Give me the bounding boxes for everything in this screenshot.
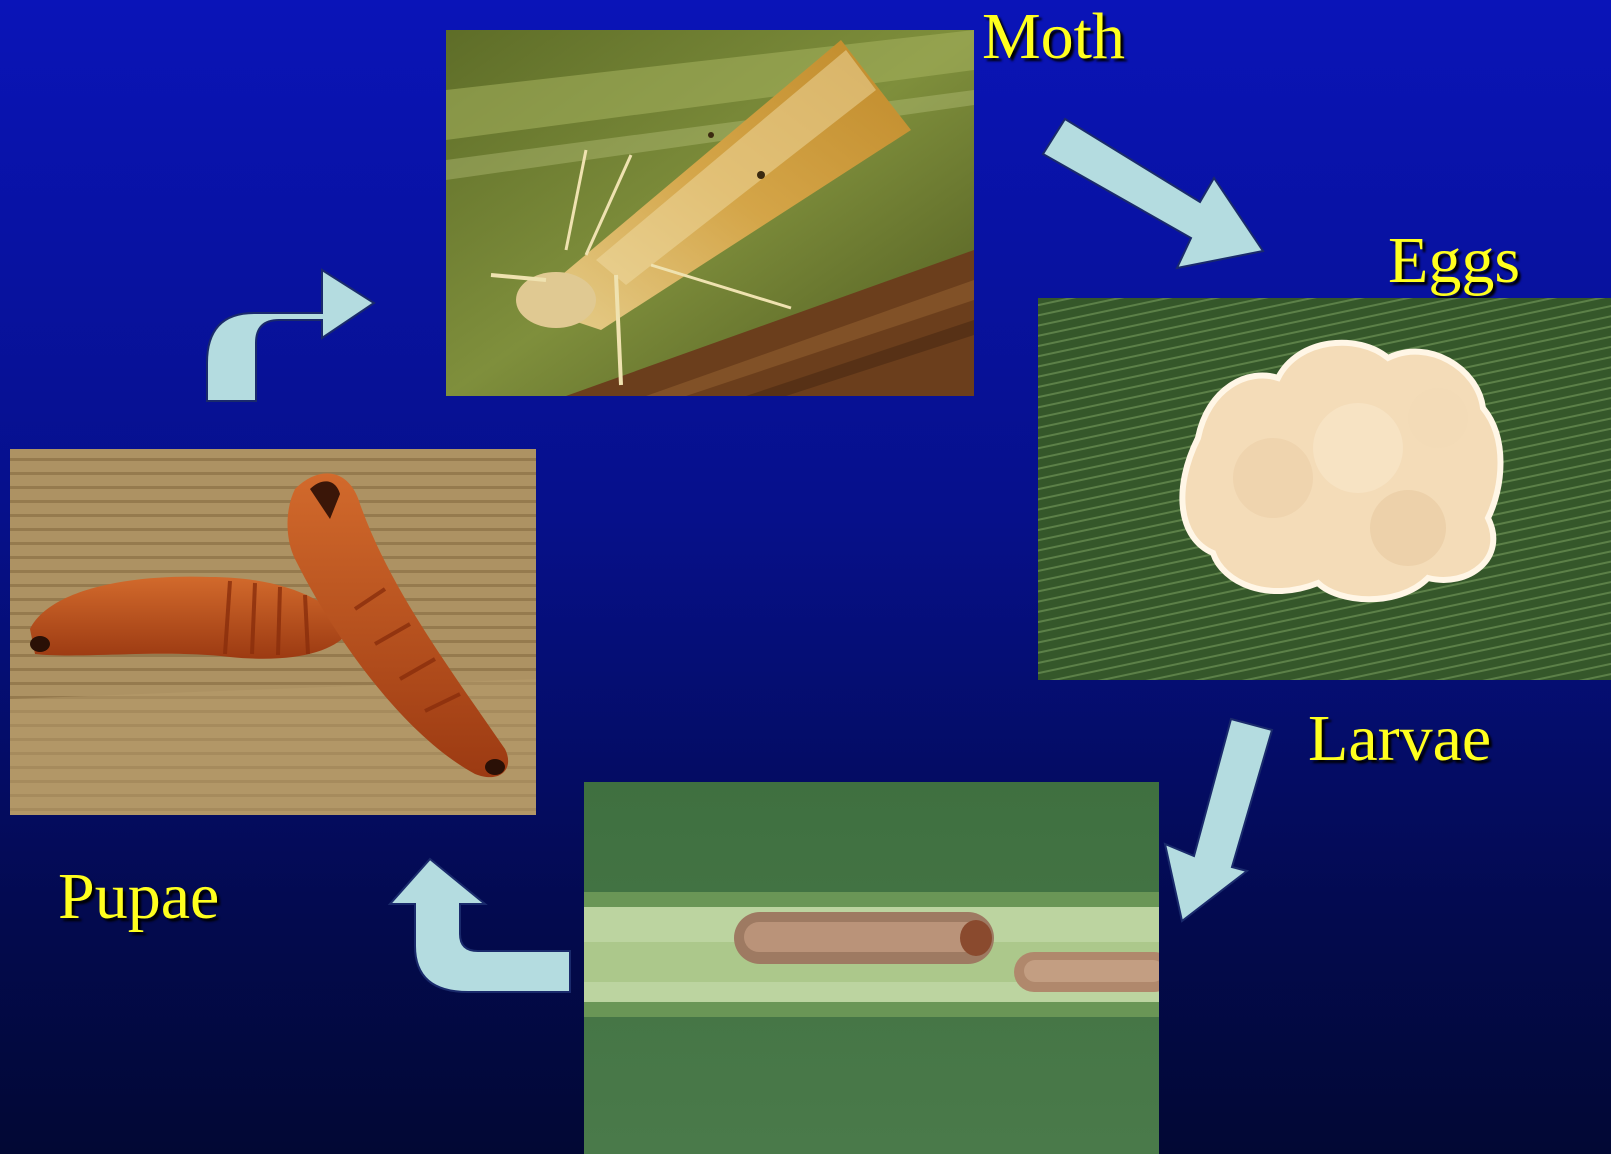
moth-photo — [446, 30, 974, 396]
pupae-photo — [10, 449, 536, 815]
moth-label: Moth — [982, 4, 1125, 70]
larvae-label: Larvae — [1308, 706, 1491, 772]
arrow-moth-to-eggs — [1040, 114, 1266, 272]
eggs-photo — [1038, 298, 1611, 680]
arrow-larvae-to-pupae — [390, 856, 572, 996]
eggs-label: Eggs — [1388, 228, 1520, 294]
larvae-photo — [584, 782, 1159, 1154]
pupae-label: Pupae — [58, 864, 219, 930]
arrow-eggs-to-larvae — [1162, 716, 1278, 924]
arrow-pupae-to-moth — [204, 268, 376, 404]
